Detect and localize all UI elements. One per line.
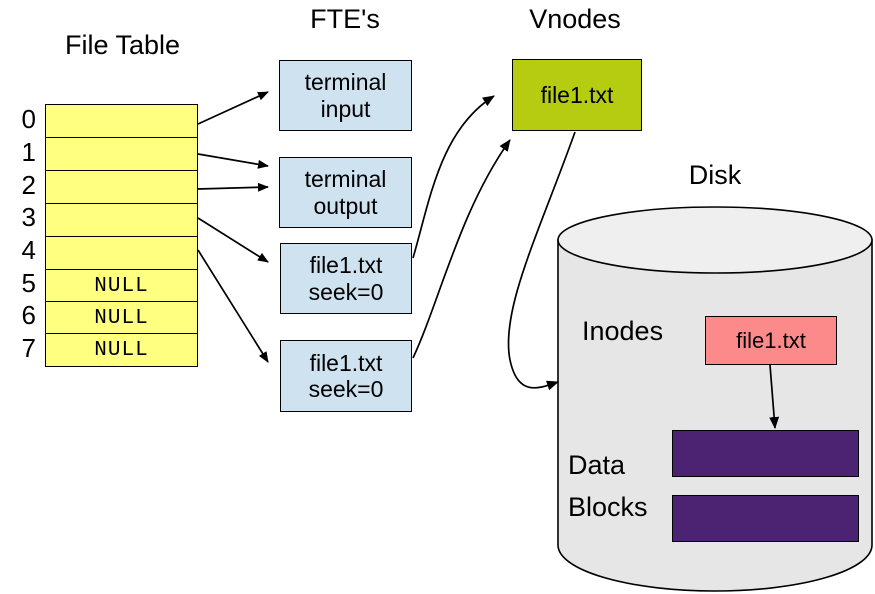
row-label-5: 5 [21,268,36,298]
inodes-label: Inodes [582,316,664,346]
fte-box-file1-b[interactable]: file1.txt seek=0 [280,340,412,412]
data-label: Data [568,450,626,480]
fte-line2: input [320,95,371,122]
row-label-7: 7 [21,333,36,363]
disk-title: Disk [688,160,742,190]
file-table-row-2[interactable] [45,170,198,204]
fte-box-terminal-output[interactable]: terminal output [279,157,412,228]
fte-line1: file1.txt [309,252,383,279]
data-block-2[interactable] [672,495,859,542]
fte-line2: output [313,192,378,219]
file-table-title: File Table [64,30,181,60]
row-label-6: 6 [21,300,36,330]
data-block-1[interactable] [672,430,859,477]
arrow-fte-file1-b-to-vnode [412,139,511,359]
disk-top-ellipse [557,206,873,274]
row-label-2: 2 [21,170,36,200]
fte-box-terminal-input[interactable]: terminal input [279,60,412,131]
fte-line2: seek=0 [308,376,384,402]
arrow-fte-file1-a-to-vnode [412,95,495,259]
file-table-row-5[interactable]: NULL [45,269,198,303]
arrow-ft0-to-fte-terminal-input [197,91,269,125]
arrow-ft2-to-fte-terminal-output [197,182,269,192]
arrow-vnode-to-disk [507,131,576,391]
arrow-ft1-to-fte-terminal-output [197,153,269,169]
row-label-1: 1 [21,137,36,167]
fte-line1: file1.txt [309,349,383,376]
inode-box-file1[interactable]: file1.txt [705,316,837,365]
blocks-label: Blocks [568,492,648,522]
file-table-row-4[interactable] [45,236,198,270]
arrow-ft3-to-fte-file1-a [197,217,269,263]
row-label-3: 3 [21,202,36,232]
row-label-4: 4 [21,235,36,265]
ftes-title: FTE's [310,4,380,34]
arrow-ft4-to-fte-file1-b [197,249,269,363]
row-label-0: 0 [21,104,36,134]
arrow-inode-to-datablock [769,364,780,429]
fte-line1: terminal [304,166,387,193]
file-table-row-0[interactable] [45,104,198,138]
file-table-row-7[interactable]: NULL [45,333,198,367]
fte-box-file1-a[interactable]: file1.txt seek=0 [280,243,412,314]
file-table-row-6[interactable]: NULL [45,301,198,335]
vnodes-title: Vnodes [529,4,621,34]
fte-line1: terminal [304,69,387,96]
fte-line2: seek=0 [308,278,384,305]
file-table-row-1[interactable] [45,137,198,171]
file-table-row-3[interactable] [45,203,198,237]
vnode-box-file1[interactable]: file1.txt [512,59,642,131]
